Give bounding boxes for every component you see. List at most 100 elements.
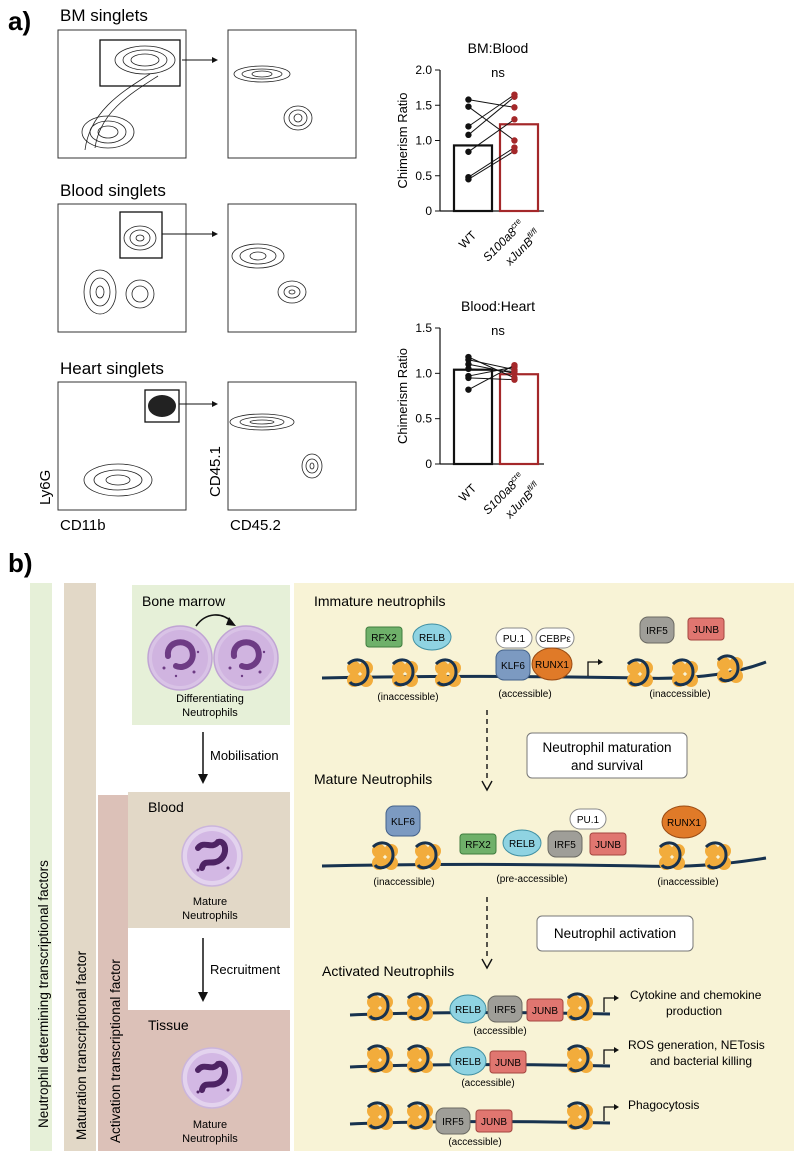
svg-text:CEBPε: CEBPε [539,634,571,645]
outcome-1a: Cytokine and chemokine [630,988,762,1002]
axis-label-ly6g: Ly6G [37,470,54,505]
svg-text:JUNB: JUNB [595,840,621,851]
pair-line [468,94,515,127]
state-mature-3: (inaccessible) [657,877,718,888]
chart-title: Blood:Heart [461,298,535,314]
data-point-ko [511,93,518,100]
tf-relb-act-1: RELB [449,994,487,1024]
axis-label-cd452: CD45.2 [230,517,281,534]
tf-klf6-mature: KLF6 [385,805,421,837]
outcome-1b: production [666,1004,722,1018]
flow-title-blood: Blood singlets [60,181,166,200]
svg-text:IRF5: IRF5 [494,1005,516,1016]
flow-title-heart: Heart singlets [60,359,164,378]
band-activation [98,795,128,1151]
tf-irf5-act-1: IRF5 [487,995,523,1023]
band-determining [30,583,52,1151]
data-point-ko [511,104,518,111]
y-tick-label: 0 [425,204,432,218]
tf-irf5-immature: IRF5 [639,616,675,644]
state-act-3: (accessible) [448,1137,501,1148]
outcome-3: Phagocytosis [628,1098,699,1112]
blood-mature-cell [182,826,242,886]
y-tick-label: 1.5 [415,98,432,112]
data-point-ko [511,376,518,383]
data-point-wt [465,374,472,382]
pair-line [468,106,515,141]
recruitment-label: Recruitment [210,962,280,977]
svg-text:RFX2: RFX2 [371,633,397,644]
flow-plot-blood-right [227,203,357,333]
state-immature-1: (inaccessible) [377,692,438,703]
x-tick-label-wt: WT [456,481,480,505]
bar-wt [452,144,494,213]
svg-text:RELB: RELB [419,633,445,644]
outcome-2b: and bacterial killing [650,1054,752,1068]
tf-klf6-immature: KLF6 [495,649,531,681]
tf-irf5-mature: IRF5 [547,830,583,858]
data-point-wt [465,103,472,110]
state-mature-2: (pre-accessible) [496,874,567,885]
data-point-wt [465,123,472,130]
data-point-ko [511,147,518,155]
y-tick-label: 1.0 [415,134,432,148]
tf-runx1-mature: RUNX1 [661,805,707,839]
svg-text:KLF6: KLF6 [391,817,415,828]
pair-line [468,363,515,374]
bm-caption-2: Neutrophils [182,707,238,719]
flow-plot-bm-right [227,29,357,159]
data-point-wt [465,131,472,139]
x-tick-label-wt: WT [456,228,480,252]
bone-marrow-title: Bone marrow [142,593,226,609]
pair-line [468,118,515,153]
tf-relb-mature: RELB [502,829,542,857]
svg-text:RUNX1: RUNX1 [667,818,701,829]
svg-text:PU.1: PU.1 [503,634,526,645]
svg-text:RELB: RELB [455,1057,481,1068]
flow-plot-blood-left [57,203,187,333]
flow-plot-heart-right: CD45.1 CD45.2 [207,381,357,534]
pair-line [468,356,515,379]
pair-line [468,366,515,377]
svg-text:RFX2: RFX2 [465,840,491,851]
blood-title: Blood [148,799,184,815]
tf-irf5-act-3: IRF5 [435,1107,471,1135]
differentiating-cell-1 [148,626,212,690]
svg-text:Neutrophil maturation: Neutrophil maturation [542,740,671,755]
tf-pu1-mature: PU.1 [569,808,607,830]
label-activation: Activation transcriptional factor [108,959,123,1143]
data-point-wt [465,356,472,363]
bar-wt [452,368,494,466]
state-immature-2: (accessible) [498,689,551,700]
state-act-1: (accessible) [473,1026,526,1037]
svg-text:RELB: RELB [509,839,535,850]
differentiating-cell-2 [214,626,278,690]
tf-cebpe-immature: CEBPε [535,627,575,649]
tf-junb-act-1: JUNB [526,998,564,1022]
flow-plot-heart-left: Ly6G CD11b [37,381,187,534]
bm-caption-1: Differentiating [176,693,244,705]
svg-text:JUNB: JUNB [532,1006,558,1017]
tissue-caption-1: Mature [193,1119,227,1131]
tf-junb-immature: JUNB [687,617,725,641]
chart-title: BM:Blood [468,40,529,56]
y-axis-label: Chimerism Ratio [395,92,410,188]
data-point-ko [511,361,518,369]
data-point-ko [511,368,518,375]
immature-title: Immature neutrophils [314,593,446,609]
data-point-ko [511,116,518,123]
state-act-2: (accessible) [461,1078,514,1089]
outcome-2a: ROS generation, NETosis [628,1038,765,1052]
panel-b-label: b) [8,548,33,578]
state-immature-3: (inaccessible) [649,689,710,700]
y-axis-label: Chimerism Ratio [395,348,410,444]
tf-rfx2-immature: RFX2 [365,626,403,648]
tf-runx1-immature: RUNX1 [531,647,573,681]
bar-junb-ko [498,123,540,213]
box-maturation: Neutrophil maturation and survival [526,732,688,779]
tf-junb-act-3: JUNB [475,1109,513,1133]
panel-b: b) Neutrophil determining transcriptiona… [8,548,794,1151]
axis-label-cd451: CD45.1 [207,446,224,497]
bar-junb-ko [498,373,540,466]
svg-text:PU.1: PU.1 [577,815,600,826]
